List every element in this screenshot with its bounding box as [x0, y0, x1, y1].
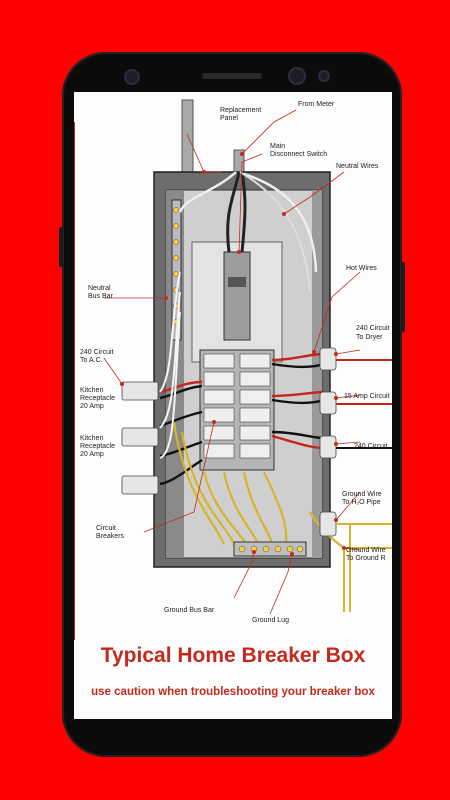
- volume-button: [59, 227, 63, 267]
- kitchen-connector-1: [121, 427, 159, 447]
- earpiece-speaker: [202, 73, 262, 79]
- proximity-sensor-icon: [318, 70, 330, 82]
- label-replacement-panel: Replacement Panel: [220, 107, 263, 122]
- label-ground-h2o: Ground Wire To H₂O Pipe: [342, 491, 384, 506]
- label-hot-wires: Hot Wires: [346, 265, 377, 272]
- page-title: Typical Home Breaker Box: [100, 644, 366, 667]
- label-neutral-wires: Neutral Wires: [336, 163, 379, 170]
- sensor-icon: [124, 69, 140, 85]
- label-ground-rod: Ground Wire To Ground R: [346, 547, 388, 562]
- app-screen: Replacement Panel From Meter Main Discon…: [74, 92, 392, 719]
- label-240-ac: 240 Circuit To A.C.: [80, 349, 115, 364]
- label-from-meter: From Meter: [298, 101, 335, 108]
- label-ground-lug: Ground Lug: [252, 617, 289, 624]
- label-kitchen-1: Kitchen Receptacle 20 Amp: [80, 387, 117, 410]
- main-disconnect-switch: [223, 251, 251, 341]
- ground-bus-bar: [233, 541, 307, 557]
- breaker-box-diagram: Replacement Panel From Meter Main Discon…: [74, 99, 392, 640]
- label-15-amp: 15 Amp Circuit: [344, 393, 390, 400]
- label-main-disconnect: Main Disconnect Switch: [270, 143, 327, 158]
- label-240-circuit: 240 Circuit: [354, 443, 388, 450]
- power-button: [401, 262, 405, 332]
- page-subtitle: use caution when troubleshooting your br…: [91, 686, 375, 698]
- label-circuit-breakers: Circuit Breakers: [96, 525, 125, 540]
- replacement-panel-pipe: [181, 99, 194, 179]
- ac-connector: [121, 381, 159, 401]
- label-240-dryer: 240 Circuit To Dryer: [356, 325, 391, 341]
- label-kitchen-2: Kitchen Receptacle 20 Amp: [80, 435, 117, 458]
- label-neutral-bus-bar: Neutral Bus Bar: [88, 285, 114, 300]
- front-camera-icon: [288, 67, 306, 85]
- label-ground-bus-bar: Ground Bus Bar: [164, 607, 215, 614]
- kitchen-connector-2: [121, 475, 159, 495]
